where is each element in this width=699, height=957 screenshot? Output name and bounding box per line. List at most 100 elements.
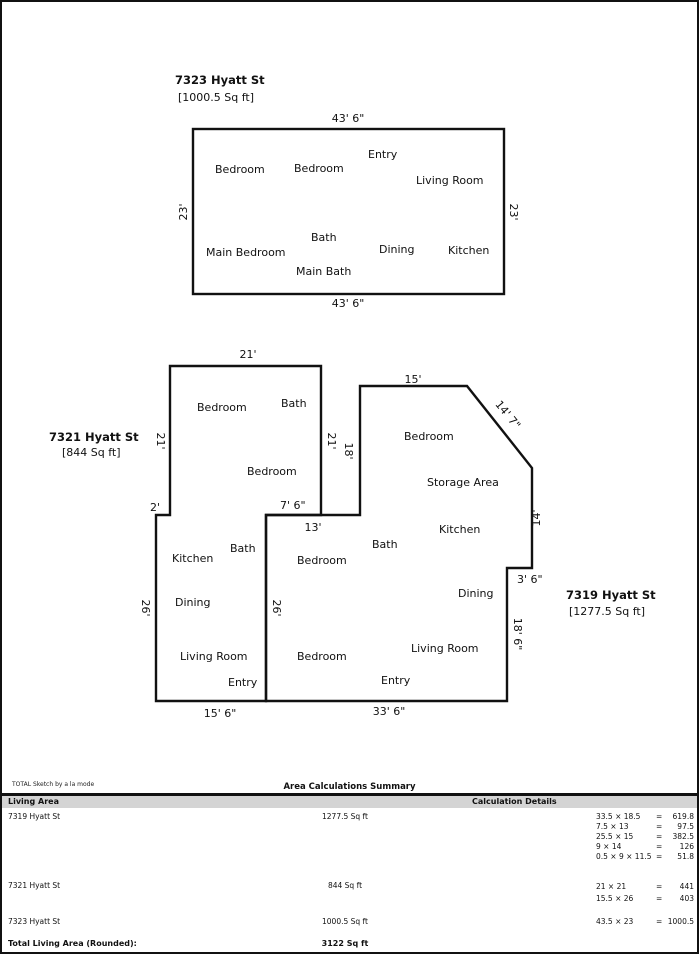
dimension-bottom: 33' 6" — [373, 705, 406, 718]
unit-title: 7321 Hyatt St — [49, 430, 139, 444]
calc-value: 382.5 — [672, 832, 694, 841]
calc-line: 21 × 21 = 441 — [596, 882, 694, 894]
unit-outline — [264, 384, 534, 703]
total-label: Total Living Area (Rounded): — [8, 939, 137, 948]
calc-line: 7.5 × 13=97.5 — [596, 822, 694, 832]
calc-expression: 33.5 × 18.5 — [596, 812, 641, 821]
calc-line: 15.5 × 26 = 403 — [596, 894, 694, 904]
dimension-diagonal: 14' 7" — [492, 398, 523, 431]
calc-equals: = — [656, 894, 663, 903]
dimension-step-left: 2' — [150, 501, 160, 514]
calc-equals: = — [656, 822, 663, 831]
calc-line: 43.5 × 23 = 1000.5 — [596, 917, 694, 927]
calculation-details: 21 × 21 = 441 15.5 × 26 = 403 — [596, 882, 694, 904]
dimension-right-lower: 18' 6" — [511, 618, 524, 651]
dimension-right-lower: 26' — [270, 599, 283, 616]
calc-line: 0.5 × 9 × 11.5 = 51.8 — [596, 852, 694, 862]
unit-area-label: [1277.5 Sq ft] — [569, 605, 645, 618]
calc-equals: = — [656, 842, 663, 851]
dimension-right-upper: 14' — [530, 509, 543, 526]
dimension-bottom: 43' 6" — [332, 297, 365, 310]
calc-value: 441 — [679, 882, 694, 891]
room-label: Entry — [368, 148, 398, 161]
unit-7323: 7323 Hyatt St [1000.5 Sq ft] 43' 6" 43' … — [175, 73, 520, 310]
calc-equals: = — [656, 917, 663, 926]
calc-equals: = — [656, 832, 663, 841]
unit-area-label: [1000.5 Sq ft] — [178, 91, 254, 104]
room-label: Main Bedroom — [206, 246, 286, 259]
room-label: Living Room — [416, 174, 484, 187]
unit-name: 7321 Hyatt St — [8, 881, 61, 890]
calc-value: 97.5 — [677, 822, 694, 831]
summary-title: Area Calculations Summary — [283, 782, 416, 792]
unit-outline — [191, 127, 506, 296]
calculation-details: 33.5 × 18.5=619.8 7.5 × 13=97.5 25.5 × 1… — [596, 812, 694, 862]
calc-equals: = — [656, 882, 663, 891]
column-header-calculation-details: Calculation Details — [472, 797, 557, 806]
calc-value: 619.8 — [672, 812, 694, 821]
dimension-left-lower: 26' — [139, 599, 152, 616]
unit-area: 1000.5 Sq ft — [322, 917, 368, 926]
dimension-top: 21' — [239, 348, 256, 361]
room-label: Bedroom — [215, 163, 265, 176]
unit-name: 7319 Hyatt St — [8, 812, 61, 821]
unit-area: 1277.5 Sq ft — [322, 812, 368, 821]
calc-line: 9 × 14 = 126 — [596, 842, 694, 852]
room-label: Entry — [381, 674, 411, 687]
calc-expression: 0.5 × 9 × 11.5 — [596, 852, 652, 861]
calc-equals: = — [656, 812, 663, 821]
room-label: Kitchen — [448, 244, 489, 257]
dimension-left: 23' — [177, 203, 190, 220]
calc-expression: 21 × 21 — [596, 882, 627, 891]
calc-expression: 15.5 × 26 — [596, 894, 634, 903]
room-label: Bath — [281, 397, 307, 410]
room-label: Dining — [175, 596, 211, 609]
room-label: Bedroom — [197, 401, 247, 414]
room-label: Bedroom — [294, 162, 344, 175]
calculation-details: 43.5 × 23 = 1000.5 — [596, 917, 694, 927]
dimension-right-upper: 21' — [325, 432, 338, 449]
room-label: Bath — [230, 542, 256, 555]
unit-name: 7323 Hyatt St — [8, 917, 61, 926]
room-label: Bath — [372, 538, 398, 551]
unit-7321: 7321 Hyatt St [844 Sq ft] 21' 21' 21' 2'… — [49, 348, 338, 720]
room-label: Bedroom — [297, 554, 347, 567]
room-label: Storage Area — [427, 476, 499, 489]
calc-value: 126 — [679, 842, 694, 851]
calc-equals: = — [656, 852, 663, 861]
room-label: Entry — [228, 676, 258, 689]
sketch-credit: TOTAL Sketch by a la mode — [12, 781, 95, 788]
dimension-right: 23' — [507, 203, 520, 220]
calc-value: 403 — [679, 894, 694, 903]
unit-area: 844 Sq ft — [327, 881, 363, 890]
calc-value: 51.8 — [677, 852, 694, 861]
room-label: Dining — [379, 243, 415, 256]
dimension-step-right: 3' 6" — [517, 573, 543, 586]
unit-title: 7319 Hyatt St — [566, 588, 656, 602]
unit-area-label: [844 Sq ft] — [62, 446, 121, 459]
room-label: Bedroom — [297, 650, 347, 663]
unit-title: 7323 Hyatt St — [175, 73, 265, 87]
dimension-bottom: 15' 6" — [204, 707, 237, 720]
room-label: Bedroom — [247, 465, 297, 478]
room-label: Bath — [311, 231, 337, 244]
dimension-step-top: 13' — [304, 521, 321, 534]
summary-header-row: Living Area Calculation Details — [2, 796, 697, 808]
room-label: Bedroom — [404, 430, 454, 443]
total-value: 3122 Sq ft — [321, 939, 369, 948]
calc-expression: 43.5 × 23 — [596, 917, 634, 926]
room-label: Kitchen — [439, 523, 480, 536]
column-header-living-area: Living Area — [8, 797, 59, 806]
area-summary-table: Living Area Calculation Details 7319 Hya… — [0, 793, 699, 957]
calc-expression: 9 × 14 — [596, 842, 622, 851]
room-label: Living Room — [180, 650, 248, 663]
calc-line: 25.5 × 15=382.5 — [596, 832, 694, 842]
floor-plan-svg: 7323 Hyatt St [1000.5 Sq ft] 43' 6" 43' … — [49, 73, 656, 720]
dimension-top: 15' — [404, 373, 421, 386]
calc-value: 1000.5 — [667, 917, 694, 926]
room-label: Kitchen — [172, 552, 213, 565]
room-label: Dining — [458, 587, 494, 600]
dimension-left-upper: 21' — [154, 432, 167, 449]
dimension-top: 43' 6" — [332, 112, 365, 125]
